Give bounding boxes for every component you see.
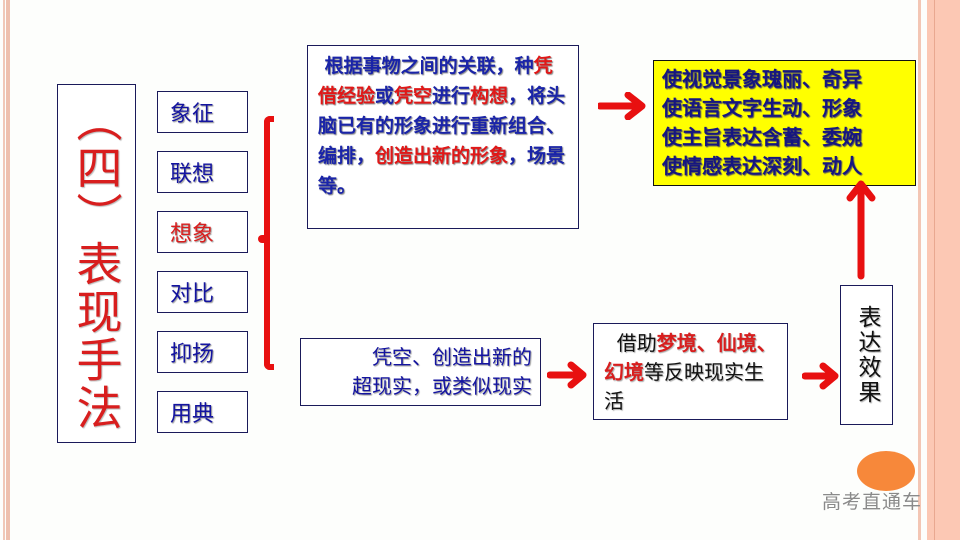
left-stripe-outer: [3, 0, 5, 540]
orange-circle-decoration: [857, 451, 915, 491]
effect-item: 使视觉景象瑰丽、奇异: [662, 67, 862, 91]
grouping-bracket-tip: [258, 235, 268, 243]
technique-symbolism: 象征: [157, 91, 248, 133]
arrow-up-icon: [846, 180, 876, 280]
effect-item: 使语言文字生动、形象: [662, 96, 862, 120]
surreal-description: 凭空、创造出新的 超现实，或类似现实: [300, 338, 541, 406]
arrow-right-icon: [598, 92, 646, 120]
grouping-bracket: [264, 116, 274, 370]
imagination-definition: 根据事物之间的关联，种凭借经验或凭空进行构想，将头脑已有的形象进行重新组合、编排…: [307, 45, 579, 229]
watermark: 高考直通车: [822, 491, 923, 513]
right-stripe-line: [934, 0, 935, 540]
technique-contrast: 对比: [157, 271, 248, 313]
effect-item: 使主旨表达含蓄、委婉: [662, 125, 862, 149]
section-title-box: （四）表现手法: [57, 84, 136, 443]
dream-description: 借助梦境、仙境、幻境等反映现实生活: [593, 323, 788, 420]
technique-suppress-raise: 抑扬: [157, 331, 248, 373]
left-stripe-inner: [6, 0, 10, 540]
effects-list: 使视觉景象瑰丽、奇异 使语言文字生动、形象 使主旨表达含蓄、委婉 使情感表达深刻…: [653, 60, 916, 186]
effect-item: 使情感表达深刻、动人: [662, 154, 862, 178]
arrow-right-icon: [547, 361, 587, 389]
technique-association: 联想: [157, 151, 248, 193]
right-stripe-thin: [918, 0, 921, 540]
technique-allusion: 用典: [157, 391, 248, 433]
technique-imagination: 想象: [157, 211, 248, 253]
arrow-right-icon: [802, 362, 839, 390]
expression-effect-box: 表达效果: [840, 285, 893, 425]
section-title: （四）表现手法: [69, 95, 124, 432]
right-stripe-band: [927, 0, 960, 540]
